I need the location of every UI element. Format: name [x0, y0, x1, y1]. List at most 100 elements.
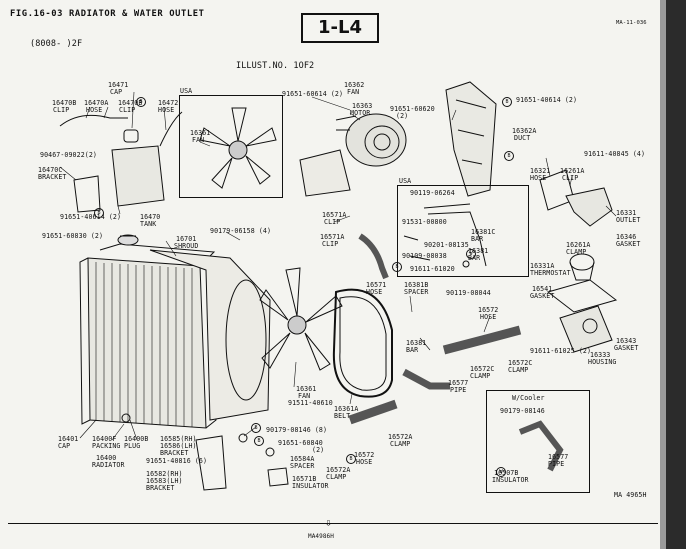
callout-marker-icon: B — [502, 97, 512, 107]
leader-lines — [59, 91, 617, 441]
code-bottom-right: MA 4965H — [614, 491, 647, 499]
part-label: 16321 — [530, 167, 551, 175]
part-label: 16331A — [530, 262, 555, 270]
hoses-drawing — [348, 233, 564, 472]
part-label: 16507B — [494, 469, 519, 477]
part-label: 91611-61020 — [410, 265, 455, 273]
part-label: 16346 — [616, 233, 637, 241]
part-label: 91651-60830 (2) — [42, 232, 104, 240]
part-label: CLIP — [322, 240, 339, 248]
part-label: FAN — [192, 136, 205, 144]
part-label: GASKET — [614, 344, 639, 352]
part-label: DUCT — [514, 134, 531, 142]
part-label: 91651-60620 — [390, 105, 435, 113]
part-label: 16381C — [471, 228, 496, 236]
part-label: 16586(LH) — [160, 442, 197, 450]
duct-drawing — [445, 81, 497, 197]
part-label: 91531-00800 — [402, 218, 447, 226]
part-label: (2) — [312, 446, 325, 454]
part-label: 16572A — [388, 433, 413, 441]
part-label: HOSE — [86, 106, 103, 114]
part-label: CLIP — [562, 174, 579, 182]
part-label: BAR — [471, 235, 484, 243]
part-label: PIPE — [548, 460, 565, 468]
part-label: HOSE — [480, 313, 497, 321]
part-label: 16261A — [560, 167, 585, 175]
part-label: CLAMP — [470, 372, 491, 380]
bars-drawing — [403, 203, 487, 268]
part-label: BAR — [468, 254, 481, 262]
callout-marker-icon: W — [466, 249, 476, 259]
part-label: HOSE — [158, 106, 175, 114]
part-label: 16400 — [96, 454, 117, 462]
page-ref-box: 1-L4 — [301, 13, 379, 43]
part-label: 16331 — [616, 209, 637, 217]
part-label: 16577 — [448, 379, 469, 387]
next-page-arrow-icon[interactable]: ⇩ — [325, 516, 332, 529]
part-label: 16470B — [52, 99, 77, 107]
part-label: 16583(LH) — [146, 477, 183, 485]
part-label: 16362A — [512, 127, 537, 135]
usa-bar-box — [397, 185, 529, 277]
part-label: INSULATOR — [492, 476, 529, 484]
callout-marker-icon: B — [392, 262, 402, 272]
fan-usa-drawing — [199, 107, 277, 189]
part-label: CLAMP — [326, 473, 347, 481]
usa-label-right: USA — [399, 177, 412, 185]
part-label: 91651-60614 (2) — [282, 90, 344, 98]
part-label: 90109-08038 — [402, 252, 447, 260]
part-label: SHROUD — [174, 242, 199, 250]
part-label: SPACER — [404, 288, 429, 296]
callout-marker-icon: W — [496, 467, 506, 477]
part-label: FAN — [347, 88, 360, 96]
part-label: 16381 — [468, 247, 489, 255]
code-bottom-center: MA4986H — [308, 533, 334, 540]
part-label: 90179-06158 (4) — [210, 227, 272, 235]
part-label: BRACKET — [38, 173, 67, 181]
part-label: CAP — [110, 88, 123, 96]
tank-drawing — [59, 111, 183, 213]
cooler-label: W/Cooler — [512, 394, 545, 402]
part-label: CLAMP — [390, 440, 411, 448]
part-label: 16701 — [176, 235, 197, 243]
brackets-drawing — [121, 413, 289, 491]
code-top-right: MA-11-036 — [616, 20, 647, 26]
part-label: INSULATOR — [292, 482, 329, 490]
part-label: THERMOSTAT — [530, 269, 571, 277]
part-label: 90179-08146 (8) — [266, 426, 328, 434]
shroud-drawing — [149, 249, 271, 421]
bottom-rule — [8, 523, 658, 524]
radiator-drawing — [79, 234, 217, 429]
part-label: HOSE — [366, 288, 383, 296]
part-label: 16585(RH) — [160, 435, 197, 443]
callout-marker-icon: B — [136, 97, 146, 107]
part-label: BRACKET — [146, 484, 175, 492]
part-label: 90119-06264 — [410, 189, 455, 197]
illustration-number: ILLUST.NO. 1OF2 — [236, 61, 315, 71]
part-label: BELT — [334, 412, 351, 420]
part-label: HOSE — [530, 174, 547, 182]
callout-marker-icon: B — [254, 436, 264, 446]
part-label: 16571A — [322, 211, 347, 219]
part-label: 16470A — [84, 99, 109, 107]
belt-drawing — [332, 288, 393, 398]
part-label: 90119-08044 — [446, 289, 491, 297]
part-label: 16571B — [292, 475, 317, 483]
part-label: RADIATOR — [92, 461, 125, 469]
part-label: 16400B — [124, 435, 149, 443]
part-label: 16577 — [548, 453, 569, 461]
part-label: BAR — [406, 346, 419, 354]
part-label: CLAMP — [566, 248, 587, 256]
part-label: 91611-61025 (2) — [530, 347, 592, 355]
part-label: 16572C — [470, 365, 495, 373]
part-label: 16470B — [118, 99, 143, 107]
part-label: 91651-40614 (2) — [60, 213, 122, 221]
fan-lower-drawing — [259, 267, 343, 371]
part-label: 16333 — [590, 351, 611, 359]
part-label: CLIP — [324, 218, 341, 226]
part-label: OUTLET — [616, 216, 641, 224]
part-label: 16472 — [158, 99, 179, 107]
part-label: 16362 — [344, 81, 365, 89]
callout-marker-icon: B — [504, 151, 514, 161]
